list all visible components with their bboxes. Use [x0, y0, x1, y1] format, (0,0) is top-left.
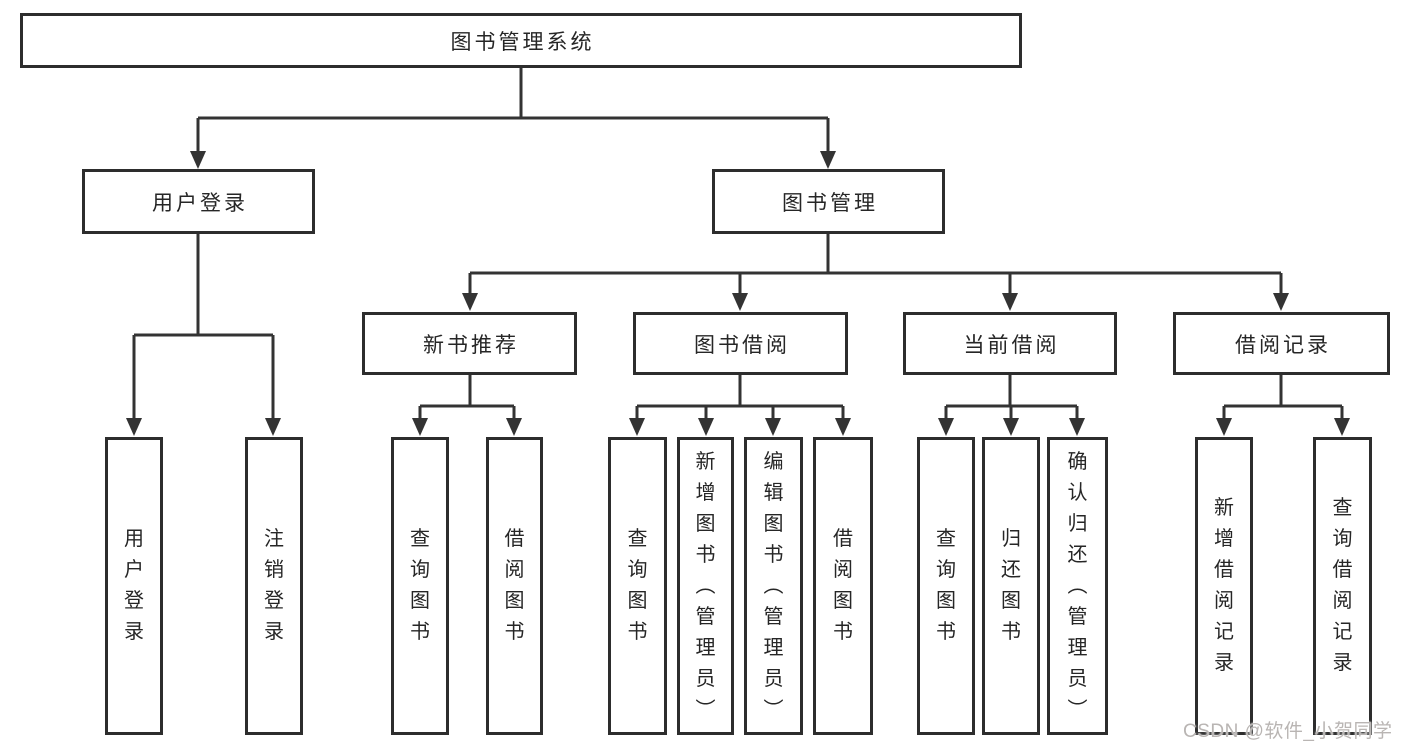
node-current-borrow: 当前借阅 [903, 312, 1117, 375]
leaf-records-query-borrow-record-label: 查询借阅记录 [1332, 497, 1353, 674]
leaf-current-confirm-return-admin: 确认归还︵管理员︶ [1047, 437, 1108, 735]
leaf-current-query-books-label: 查询图书 [936, 528, 956, 643]
node-borrow-records: 借阅记录 [1173, 312, 1390, 375]
leaf-borrow-edit-books-admin-label: 编辑图书︵管理员︶ [763, 450, 784, 721]
node-book-management-label: 图书管理 [782, 191, 878, 215]
leaf-recommend-query-books-label: 查询图书 [410, 528, 430, 643]
node-root-library-management-system: 图书管理系统 [20, 13, 1022, 68]
node-new-book-recommend-label: 新书推荐 [423, 333, 519, 357]
leaf-current-confirm-return-admin-label: 确认归还︵管理员︶ [1067, 450, 1088, 721]
connector-book-management-to-level2 [468, 234, 1283, 294]
leaf-borrow-add-books-admin: 新增图书︵管理员︶ [677, 437, 734, 735]
node-book-management: 图书管理 [712, 169, 945, 234]
leaf-user-login-label: 用户登录 [124, 528, 144, 643]
connector-root-to-level1 [196, 68, 830, 152]
leaf-borrow-borrow-books: 借阅图书 [813, 437, 873, 735]
leaf-current-return-books: 归还图书 [982, 437, 1040, 735]
connector-user-login-to-leaves [132, 234, 275, 419]
connector-borrow-to-leaves [635, 375, 845, 419]
leaf-recommend-borrow-books-label: 借阅图书 [504, 528, 525, 643]
leaf-current-query-books: 查询图书 [917, 437, 975, 735]
leaf-records-query-borrow-record: 查询借阅记录 [1313, 437, 1372, 735]
node-root-label: 图书管理系统 [450, 30, 595, 54]
node-user-login: 用户登录 [82, 169, 315, 234]
leaf-current-return-books-label: 归还图书 [1001, 528, 1021, 643]
node-borrow-records-label: 借阅记录 [1235, 333, 1331, 357]
leaf-user-login: 用户登录 [105, 437, 163, 735]
connector-recommend-to-leaves [418, 375, 516, 419]
leaf-borrow-borrow-books-label: 借阅图书 [833, 528, 853, 643]
leaf-borrow-query-books: 查询图书 [608, 437, 667, 735]
leaf-borrow-edit-books-admin: 编辑图书︵管理员︶ [744, 437, 803, 735]
leaf-records-add-borrow-record: 新增借阅记录 [1195, 437, 1253, 735]
leaf-recommend-borrow-books: 借阅图书 [486, 437, 543, 735]
node-user-login-label: 用户登录 [152, 191, 248, 215]
leaf-records-add-borrow-record-label: 新增借阅记录 [1214, 497, 1234, 674]
leaf-logout: 注销登录 [245, 437, 303, 735]
csdn-watermark: CSDN @软件_小贺同学 [1183, 721, 1393, 742]
connector-records-to-leaves [1222, 375, 1344, 419]
node-current-borrow-label: 当前借阅 [963, 333, 1060, 357]
node-book-borrow-label: 图书借阅 [694, 333, 790, 357]
node-book-borrow: 图书借阅 [633, 312, 848, 375]
leaf-logout-label: 注销登录 [264, 528, 284, 643]
arrowheads [126, 151, 1350, 436]
connector-current-to-leaves [944, 375, 1079, 419]
leaf-borrow-query-books-label: 查询图书 [627, 528, 648, 643]
leaf-borrow-add-books-admin-label: 新增图书︵管理员︶ [695, 450, 716, 721]
node-new-book-recommend: 新书推荐 [362, 312, 577, 375]
leaf-recommend-query-books: 查询图书 [391, 437, 449, 735]
